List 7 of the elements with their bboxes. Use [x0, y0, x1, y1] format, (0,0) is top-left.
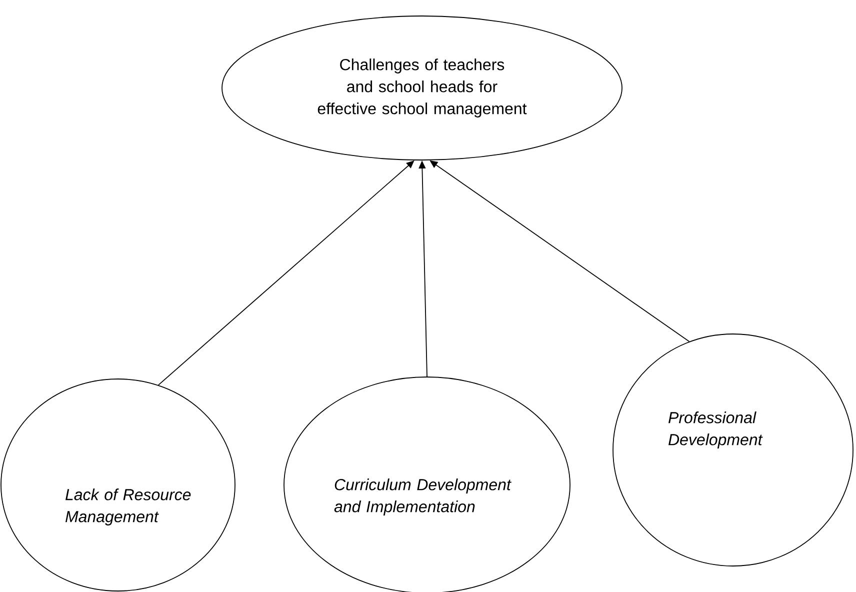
node-text: Challenges of teachers and school heads for effective school management: [318, 58, 527, 118]
ellipse: [222, 16, 622, 160]
node-text: Curriculum Development and Implementation: [334, 478, 512, 516]
node-text: Professional Development: [668, 412, 763, 448]
node-text: Lack of Resource Management: [66, 488, 191, 526]
ellipse: [0, 378, 236, 592]
ellipse: [612, 334, 854, 566]
